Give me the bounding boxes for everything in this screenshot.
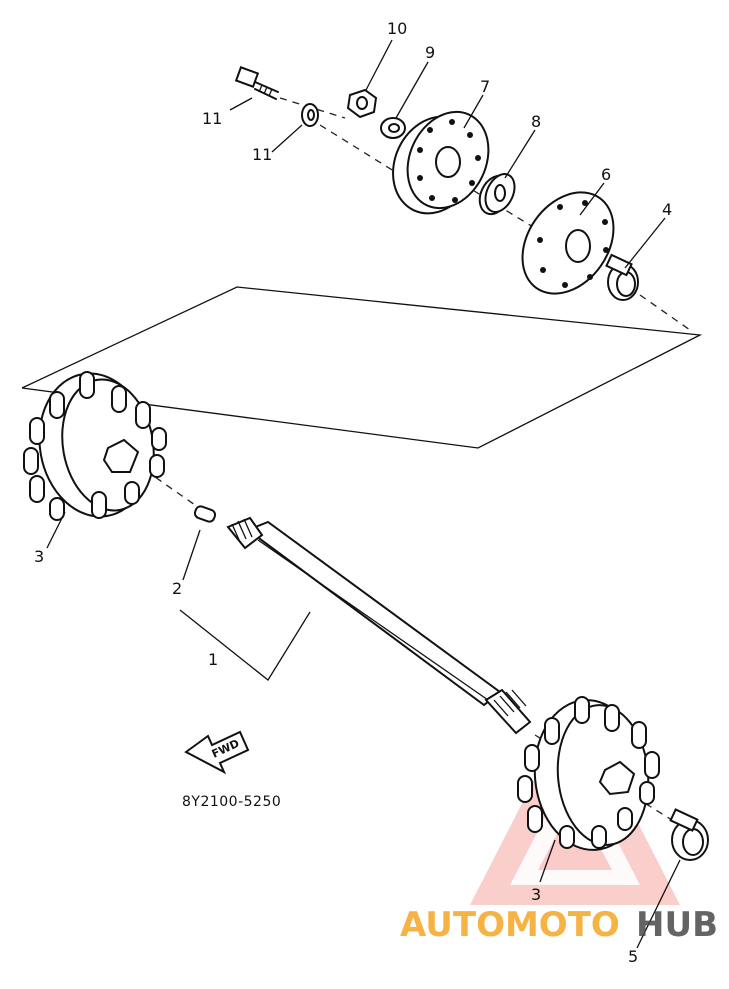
watermark-part1: AUTOMOTO: [400, 905, 620, 945]
flange-plate-part-5: [521, 191, 615, 295]
callout-4-top: 4: [662, 200, 672, 219]
callout-1: 1: [208, 650, 218, 669]
drive-shaft-part-1: [226, 516, 532, 735]
callout-6: 7: [480, 77, 490, 96]
callout-10: 11: [202, 109, 222, 128]
callout-3-left: 3: [34, 547, 44, 566]
callout-9: 10: [387, 19, 407, 38]
bolt-part-10: [234, 66, 279, 100]
pin-part-2: [193, 505, 217, 523]
callout-3-right: 3: [531, 885, 541, 904]
clamp-part-4-bottom: [669, 808, 709, 861]
part-code: 8Y2100-5250: [182, 794, 281, 810]
callout-5: 6: [601, 165, 611, 184]
reference-frame: [21, 286, 703, 449]
forward-arrow-icon: FWD: [184, 730, 250, 775]
clamp-part-4-top: [605, 253, 639, 301]
lock-washer-part-8: [380, 117, 406, 139]
callout-labels: 10 9 7 8 6 4 11 1 11 3 2 1 3 5: [34, 19, 672, 966]
watermark-text: AUTOMOTO HUB: [400, 905, 718, 945]
watermark-part2: HUB: [636, 905, 718, 945]
sprocket-part-3-left: [23, 371, 167, 521]
callout-8: 9: [425, 43, 435, 62]
group-bracket: [179, 609, 311, 681]
washer-part-11: [301, 103, 319, 127]
callout-2: 2: [172, 579, 182, 598]
bearing-part-7: [478, 173, 516, 216]
callout-11-label: 11: [252, 145, 272, 164]
nut-part-9: [346, 88, 378, 119]
bearing-housing-part-6: [392, 110, 490, 215]
sprocket-part-3-right: [517, 696, 660, 851]
callout-7: 8: [531, 112, 541, 131]
leader-lines: [46, 39, 681, 949]
callout-4-bottom: 5: [628, 947, 638, 966]
